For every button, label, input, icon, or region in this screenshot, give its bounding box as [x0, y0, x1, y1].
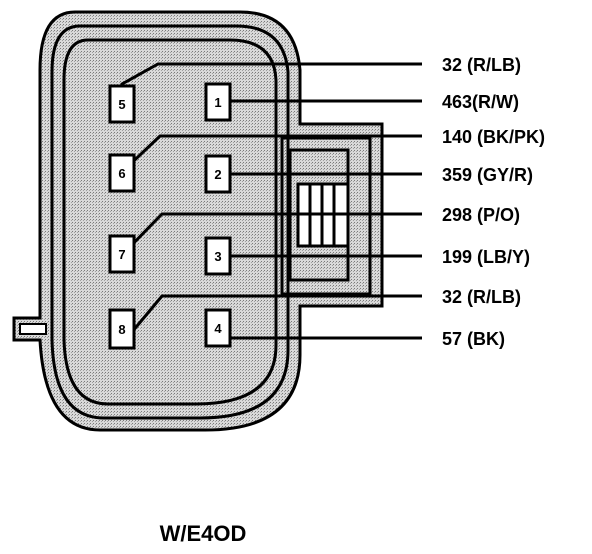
connector-seal-ring: [50, 24, 290, 420]
pin-number: 7: [118, 247, 125, 262]
circuit-label-pin-1: 463(R/W): [442, 92, 519, 112]
diagram-caption: W/E4OD: [160, 521, 247, 546]
pin-number: 1: [214, 95, 221, 110]
circuit-label-pin-3: 199 (LB/Y): [442, 247, 530, 267]
pin-8: 8: [108, 308, 136, 350]
circuit-label-pin-5: 32 (R/LB): [442, 55, 521, 75]
pin-5: 5: [108, 84, 136, 124]
pin-1: 1: [204, 82, 232, 122]
pin-number: 5: [118, 97, 125, 112]
connector-latch: [19, 323, 47, 335]
lock-tab-outer: [280, 136, 372, 296]
pin-3: 3: [204, 236, 232, 276]
pin-4: 4: [204, 308, 232, 348]
pin-number: 6: [118, 166, 125, 181]
pin-2: 2: [204, 154, 232, 194]
circuit-label-pin-2: 359 (GY/R): [442, 165, 533, 185]
circuit-label-pin-7: 298 (P/O): [442, 205, 520, 225]
connector-inner-face: [62, 38, 278, 406]
pin-number: 4: [214, 321, 222, 336]
pin-number: 3: [214, 249, 221, 264]
pin-number: 8: [118, 322, 125, 337]
circuit-label-pin-4: 57 (BK): [442, 329, 505, 349]
pin-6: 6: [108, 153, 136, 193]
pin-number: 2: [214, 167, 221, 182]
circuit-label-pin-8: 32 (R/LB): [442, 287, 521, 307]
pin-7: 7: [108, 234, 136, 274]
circuit-label-pin-6: 140 (BK/PK): [442, 127, 545, 147]
